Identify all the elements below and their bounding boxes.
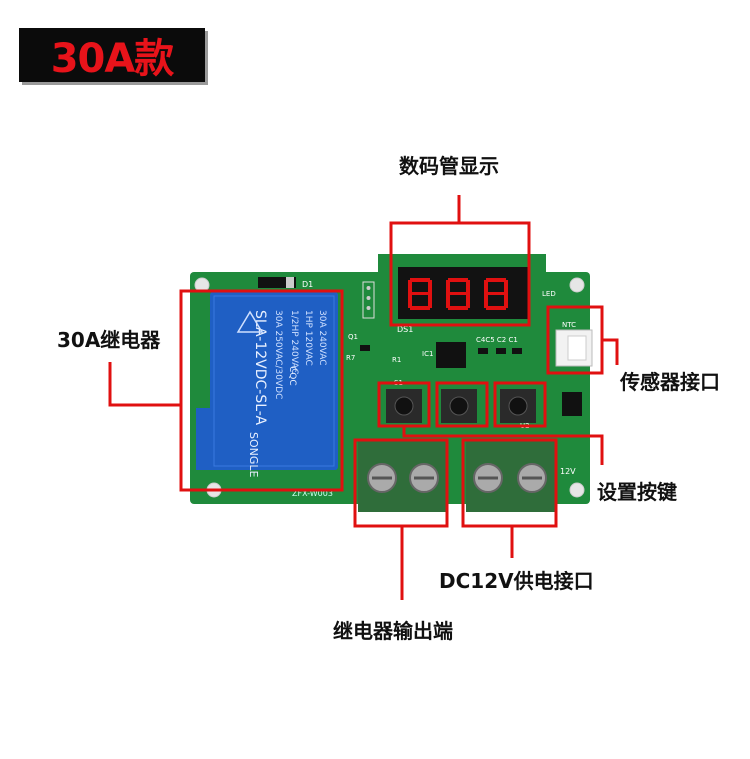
label-sensor: 传感器接口 bbox=[620, 370, 720, 394]
silk-ntc: NTC bbox=[562, 321, 576, 329]
sensor-leader bbox=[602, 338, 619, 365]
terminal-power bbox=[466, 440, 556, 512]
silk-r7: R7 bbox=[346, 354, 355, 362]
regulator-u2 bbox=[562, 392, 582, 416]
silk-r1: R1 bbox=[392, 356, 401, 364]
relay-rating4: 1/2HP 240VAC bbox=[289, 310, 299, 375]
silk-12v: 12V bbox=[560, 467, 576, 476]
ic1-chip bbox=[436, 342, 466, 368]
silk-q1: Q1 bbox=[348, 333, 358, 341]
relay-body: 30A 240VAC 1HP 120VAC 1/2HP 240VAC 30A 2… bbox=[196, 292, 338, 478]
silk-code: ZFX-W003 bbox=[292, 489, 333, 498]
relay-rating1: 30A 250VAC/30VDC bbox=[273, 310, 283, 399]
callout-leaders bbox=[108, 195, 619, 600]
tact-buttons bbox=[386, 389, 536, 423]
power-callout-box bbox=[461, 438, 558, 528]
model-badge: 30A款 bbox=[19, 28, 205, 82]
label-buttons: 设置按键 bbox=[597, 480, 677, 504]
segment-digits bbox=[408, 278, 508, 310]
label-display: 数码管显示 bbox=[399, 154, 499, 178]
relay-leader bbox=[108, 362, 181, 407]
relay-model: SLA-12VDC-SL-A bbox=[252, 310, 268, 426]
relay-brand: SONGLE bbox=[247, 432, 260, 478]
silk-ds1: DS1 bbox=[397, 325, 413, 334]
buttons-leader bbox=[402, 426, 604, 465]
mount-hole-tr bbox=[569, 277, 585, 293]
model-badge-text: 30A款 bbox=[50, 36, 175, 82]
mount-hole-br bbox=[569, 482, 585, 498]
label-relay: 30A继电器 bbox=[57, 328, 161, 352]
diode-d1 bbox=[258, 277, 296, 288]
relay-rating2: 30A 240VAC bbox=[317, 310, 327, 366]
relay-callout-box bbox=[179, 289, 344, 492]
silk-ic1: IC1 bbox=[422, 350, 433, 358]
silk-d1: D1 bbox=[302, 280, 313, 289]
header-pins bbox=[362, 281, 375, 319]
relay-rating3: 1HP 120VAC bbox=[303, 310, 313, 366]
label-output: 继电器输出端 bbox=[333, 619, 453, 643]
button3-callout-box bbox=[493, 381, 547, 428]
terminal-output bbox=[358, 440, 446, 512]
silk-led: LED bbox=[542, 290, 556, 298]
button2-callout-box bbox=[435, 381, 489, 428]
silk-caps: C4C5 C2 C1 bbox=[476, 336, 518, 344]
label-power: DC12V供电接口 bbox=[439, 569, 594, 593]
relay-cqc: CQC bbox=[287, 366, 297, 386]
warning-triangle-icon bbox=[236, 310, 264, 333]
